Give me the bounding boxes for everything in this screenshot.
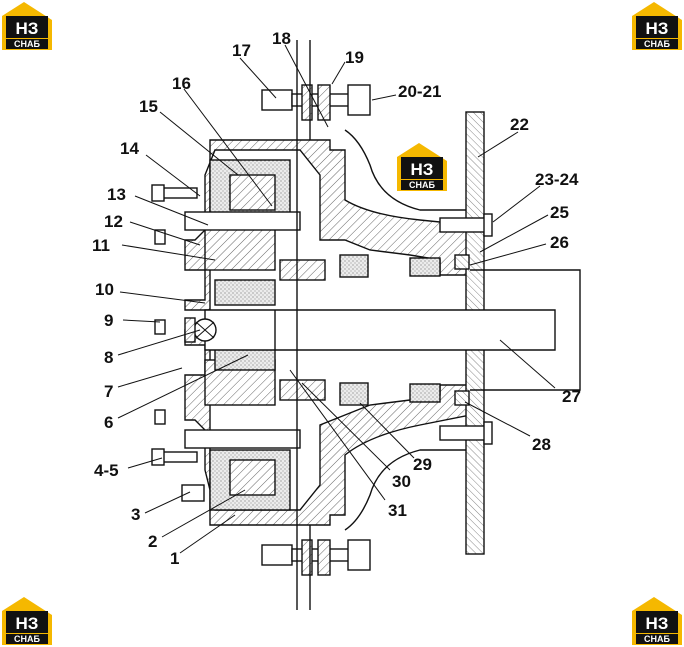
label-6: 6 xyxy=(104,413,113,432)
label-19: 19 xyxy=(345,48,364,67)
bearing-right-upper xyxy=(409,257,441,277)
planet-lower-inner xyxy=(229,459,276,496)
label-15: 15 xyxy=(139,97,158,116)
seal-upper xyxy=(454,254,470,270)
label-26: 26 xyxy=(550,233,569,252)
label-28: 28 xyxy=(532,435,551,454)
svg-text:НЗ: НЗ xyxy=(16,614,39,633)
label-10: 10 xyxy=(95,280,114,299)
label-13: 13 xyxy=(107,185,126,204)
svg-text:СНАБ: СНАБ xyxy=(644,634,670,644)
svg-text:НЗ: НЗ xyxy=(411,160,434,179)
svg-text:СНАБ: СНАБ xyxy=(14,39,40,49)
label-4-5: 4-5 xyxy=(94,461,119,480)
svg-text:НЗ: НЗ xyxy=(16,19,39,38)
label-8: 8 xyxy=(104,348,113,367)
pin-upper xyxy=(184,211,301,231)
label-20-21: 20-21 xyxy=(398,82,441,101)
label-22: 22 xyxy=(510,115,529,134)
label-1: 1 xyxy=(170,549,179,568)
label-17: 17 xyxy=(232,41,251,60)
bearing-right-lower xyxy=(409,383,441,403)
svg-text:СНАБ: СНАБ xyxy=(409,180,435,190)
svg-text:НЗ: НЗ xyxy=(646,19,669,38)
label-9: 9 xyxy=(104,311,113,330)
carrier-upper xyxy=(204,224,276,271)
label-11: 11 xyxy=(92,236,110,255)
label-16: 16 xyxy=(172,74,191,93)
logo-bottom-right: НЗ СНАБ xyxy=(632,597,682,645)
svg-text:СНАБ: СНАБ xyxy=(14,634,40,644)
label-12: 12 xyxy=(104,212,123,231)
seal-lower xyxy=(454,390,470,406)
pin-lower xyxy=(184,429,301,449)
svg-text:НЗ: НЗ xyxy=(646,614,669,633)
label-18: 18 xyxy=(272,29,291,48)
main-shaft xyxy=(204,309,556,351)
logo-top-right: НЗ СНАБ xyxy=(632,2,682,50)
label-2: 2 xyxy=(148,532,157,551)
sun-gear-upper xyxy=(214,279,276,306)
logo-bottom-left: НЗ СНАБ xyxy=(2,597,52,645)
bearing-left-upper xyxy=(339,254,369,278)
svg-text:СНАБ: СНАБ xyxy=(644,39,670,49)
label-31: 31 xyxy=(388,501,407,520)
label-3: 3 xyxy=(131,505,140,524)
label-27: 27 xyxy=(562,387,581,406)
leader-lines xyxy=(117,44,556,554)
logo-center-watermark: НЗ СНАБ xyxy=(397,143,447,191)
logo-top-left: НЗ СНАБ xyxy=(2,2,52,50)
label-25: 25 xyxy=(550,203,569,222)
part-labels: 1 2 3 4-5 6 7 8 9 10 11 12 13 14 15 16 1… xyxy=(92,29,581,568)
label-29: 29 xyxy=(413,455,432,474)
label-14: 14 xyxy=(120,139,139,158)
label-23-24: 23-24 xyxy=(535,170,579,189)
label-7: 7 xyxy=(104,382,113,401)
label-30: 30 xyxy=(392,472,411,491)
bearing-left-lower xyxy=(339,382,369,406)
